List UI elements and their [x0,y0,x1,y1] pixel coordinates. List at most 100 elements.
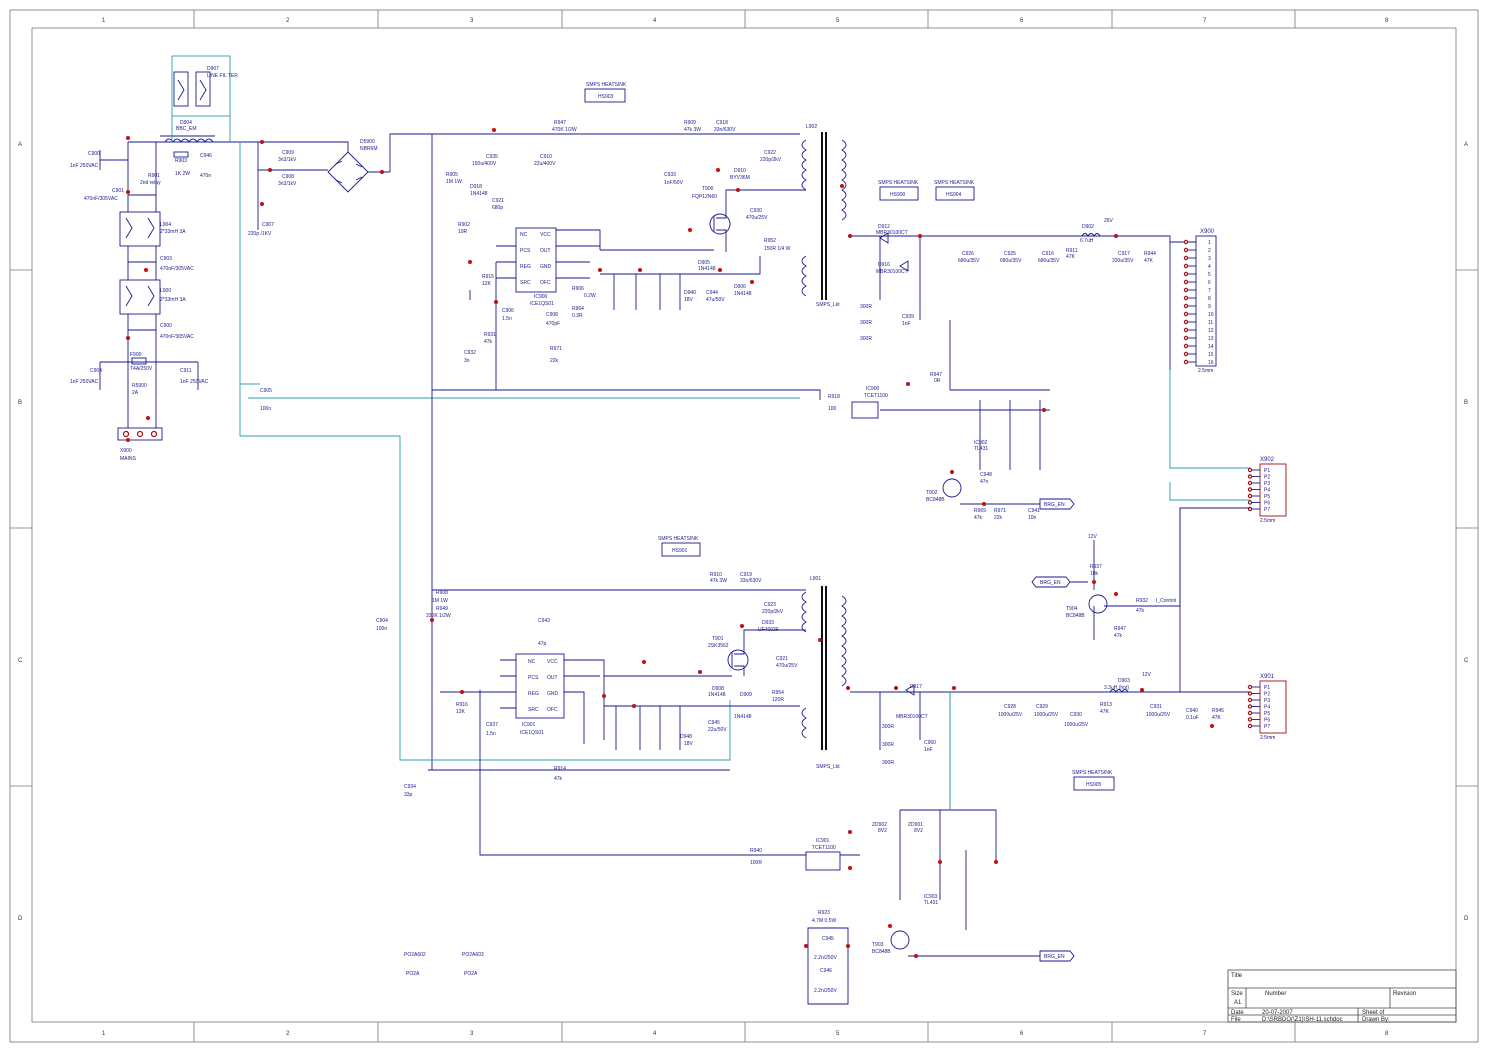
r954-ref: R954 [772,690,784,696]
t904-value: BC848B [1066,613,1085,619]
ic-pin: VCC [547,659,558,665]
connector-pin-label: P2 [1264,692,1270,698]
test-point-marker [846,944,850,948]
r910-value: 47k 3W [710,578,727,584]
l904-value: 2*33mH 3A [160,229,186,235]
test-point-marker [494,300,498,304]
connector-pin-label: 10 [1208,312,1214,318]
c922-value: 220p/2kV [760,157,782,163]
opto-ref: IC900 [866,386,880,392]
r931-value: 47k [484,339,493,345]
ic-pin: GND [547,691,559,697]
test-point-marker [918,234,922,238]
x900-ref: X900 [1200,229,1215,235]
feedback-stage-2: SMPS HEATSINK HS905 IC901 TCET1100 R940 … [479,690,1115,1005]
r971-ref: R971 [550,346,562,352]
t902-ref: T902 [926,490,938,496]
choke-top-value: BBC_EM [176,126,197,132]
test-point-marker [740,624,744,628]
connector-pin-label: 7 [1208,288,1211,294]
r940-ref: R940 [750,848,762,854]
test-point-marker [638,268,642,272]
test-point-marker [598,268,602,272]
r903-value: 1K 2W [175,171,190,177]
test-point-marker [950,470,954,474]
row-label: A [1464,142,1468,148]
tl431-value: TL431 [974,446,988,452]
r913-ref: R913 [1100,702,1112,708]
snubber-r: 300R [860,336,872,342]
col-label: 6 [1020,18,1024,24]
c908-ref: C908 [282,174,294,180]
c909-ref: C909 [282,150,294,156]
r969-value: 47k [974,515,983,521]
x900-footer: 2.5mm [1198,368,1213,374]
r947b-ref: R947 [930,372,942,378]
col-label: 2 [286,18,290,24]
po-value: PO2A [464,971,478,977]
common-mode-choke [119,279,161,315]
connector-pin-label: 6 [1208,280,1211,286]
l902-ref: L902 [806,124,817,130]
c910-ref: C910 [540,154,552,160]
ic-pin: OUT [540,248,551,254]
connector-pin-dot [1183,295,1189,301]
connector-pin-dot [1183,271,1189,277]
c917-value: 330u/35V [1112,258,1134,264]
heatsink-ref: HS900 [890,192,906,198]
c931-ref: C931 [1150,704,1162,710]
connector-pin-dot [1183,343,1189,349]
mosfet-t901 [727,649,749,671]
d903-value: 3.3uH (hot) [1104,685,1129,691]
c908-ref: C908 [546,312,558,318]
test-point-marker [642,660,646,664]
resistor-r903 [173,151,189,158]
c940-ref: C940 [1186,708,1198,714]
r971-value: 22k [550,358,559,364]
connector-pin-label: P3 [1264,698,1270,704]
connector-pin-dot [1247,691,1253,696]
r931-ref: R931 [484,332,496,338]
x901-footer: 2.5mm [1260,735,1275,741]
c906-ref: C906 [502,308,514,314]
d902-ref: D902 [1082,224,1094,230]
connector-pin-dot [1183,351,1189,357]
c934-ref: C934 [404,784,416,790]
sheet-label: Sheet of [1362,1010,1385,1016]
grid-labels: 1 2 3 4 5 6 7 8 1 2 3 4 5 6 7 8 A B C D … [18,18,1469,1037]
l902-value: SMPS_Lkt [816,302,840,308]
r918-value: 100 [828,406,837,412]
connector-body[interactable] [1259,463,1287,517]
r937-value: 10k [1090,571,1099,577]
connector-pin-label: 16 [1208,360,1214,366]
d905-ref: D905 [698,260,710,266]
heatsink-title: SMPS HEATSINK [878,180,919,186]
zd902-value: 8V2 [878,828,887,834]
test-point-marker [994,860,998,864]
d917-value: MBR30100CT [896,714,928,720]
relay-value: LINE FIL TER [207,73,238,79]
connector-pin-label: P5 [1264,494,1270,500]
connector-pin-label: 5 [1208,272,1211,278]
col-label: 2 [286,1031,290,1037]
controller-ic [515,227,557,293]
col-label: 4 [653,18,657,24]
row-label: D [1464,916,1469,922]
col-label: 6 [1020,1031,1024,1037]
connector-pin-label: P3 [1264,481,1270,487]
connector-body[interactable] [1259,680,1287,734]
ic-value: ICE1QS01 [520,730,544,736]
col-label: 3 [470,18,474,24]
c937-value: 1.5n [486,731,496,737]
connector-body[interactable] [1195,235,1217,367]
c946-value: 470n [200,173,211,179]
rail-12v-b: 12V [1142,672,1152,678]
c929-value: 1000u/25V [1034,712,1059,718]
fuse2-ref: R5900 [132,383,147,389]
connector-pin-dot [1183,335,1189,341]
mains-value: MAINS [120,456,137,462]
ic-value: ICE1QS01 [530,301,554,307]
test-point-marker [804,944,808,948]
